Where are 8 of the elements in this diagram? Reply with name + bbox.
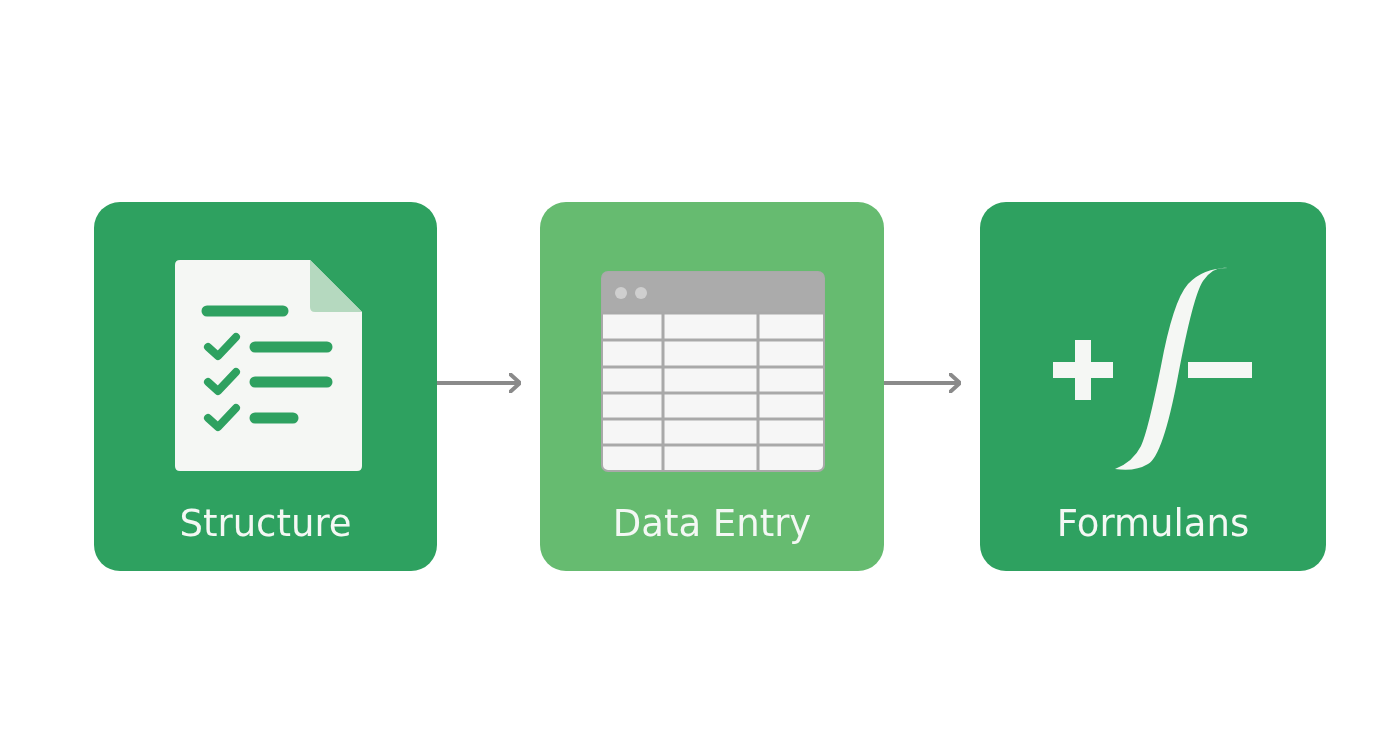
step-label: Formulans — [1055, 502, 1251, 545]
arrow — [437, 372, 522, 394]
process-box — [94, 202, 437, 571]
arrow — [884, 372, 962, 394]
step-label: Data Entry — [611, 502, 813, 545]
step-label: Structure — [178, 502, 353, 545]
process-box — [980, 202, 1326, 571]
process-box — [540, 202, 884, 571]
